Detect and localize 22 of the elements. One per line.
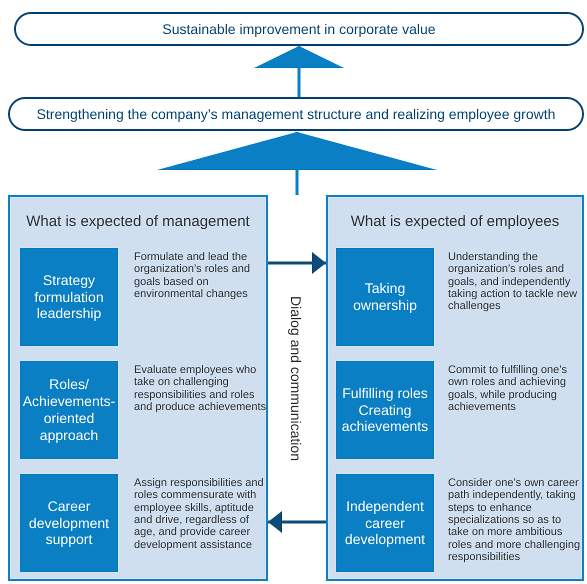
description-text: Understanding the organization’s roles and goals, and independently taking action to tackle new challenges <box>448 251 578 313</box>
description-text: Evaluate employees who take on challenging responsibilities and roles and produce achievements <box>134 364 268 414</box>
rounded-banner: Sustainable improvement in corporate value <box>14 12 584 46</box>
arrow <box>268 252 326 274</box>
role-box: Roles/ Achievements-oriented approach <box>20 361 118 459</box>
upward-triangle-arrow <box>254 46 344 97</box>
description-text: Consider one’s own career path independently, taking steps to enhance specializations so as to take on more ambitious roles and more challenging responsibilities <box>448 477 582 564</box>
expectations-panel <box>326 195 584 581</box>
description-text: Formulate and lead the organization’s roles and goals based on environmental changes <box>134 251 251 300</box>
role-box: Career development support <box>20 474 118 572</box>
panel-heading: What is expected of employees <box>350 213 560 230</box>
rounded-banner: Strengthening the company’s management structure and realizing employee growth <box>8 97 584 131</box>
panel-heading: What is expected of management <box>25 213 251 230</box>
vertical-label: Dialog and communication <box>288 296 304 461</box>
role-box: Fulfilling roles Creating achievements <box>336 361 434 459</box>
expectations-panel <box>8 195 268 581</box>
role-box: Taking ownership <box>336 248 434 346</box>
role-box: Strategy formulation leadership <box>20 248 118 346</box>
description-text: Assign responsibilities and roles commensurate with employee skills, aptitude and drive, regardless of age, and provide career development assistance <box>134 477 265 551</box>
role-box: Independent career development <box>336 474 434 572</box>
description-text: Commit to fulfilling one’s own roles and achieving goals, while producing achievements <box>448 364 568 414</box>
arrow <box>268 511 326 533</box>
